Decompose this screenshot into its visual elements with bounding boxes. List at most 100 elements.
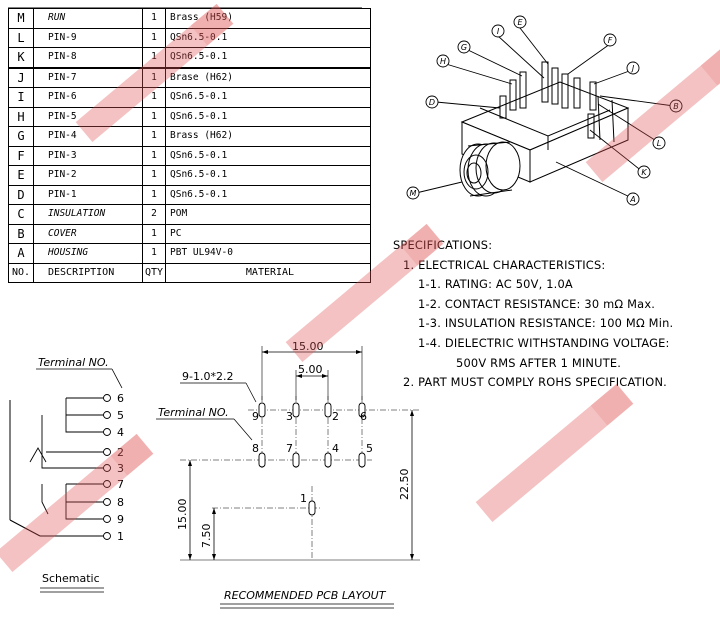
- watermark-stamp: [475, 383, 634, 523]
- callout-label: K: [641, 168, 647, 177]
- dim-2250-vertical: 22.50: [398, 469, 411, 501]
- spec-insulation-resistance: 1-3. INSULATION RESISTANCE: 100 MΩ Min.: [418, 316, 674, 330]
- callout-label: H: [440, 57, 446, 66]
- callout-leaders: [415, 27, 675, 199]
- pcb-pin-number: 5: [366, 442, 373, 455]
- schematic-terminal-number: 3: [117, 462, 124, 475]
- schematic-terminal: [103, 532, 111, 540]
- schematic-terminal: [103, 498, 111, 506]
- schematic-caption: Schematic: [42, 572, 100, 585]
- schematic-terminal: [103, 428, 111, 436]
- pcb-hole: [324, 452, 332, 468]
- callout-circle: [457, 40, 471, 54]
- pcb-pin-number: 3: [286, 410, 293, 423]
- spec-rating: 1-1. RATING: AC 50V, 1.0A: [418, 277, 573, 291]
- watermark-logos: [0, 3, 720, 573]
- spec-rohs: 2. PART MUST COMPLY ROHS SPECIFICATION.: [403, 375, 667, 389]
- schematic-terminal: [103, 480, 111, 488]
- pcb-caption: RECOMMENDED PCB LAYOUT: [224, 589, 387, 602]
- callout-circle: [669, 99, 683, 113]
- schematic-terminal: [103, 411, 111, 419]
- schematic-terminal: [103, 448, 111, 456]
- schematic-terminal-number: 7: [117, 478, 124, 491]
- callout-circle: [652, 136, 666, 150]
- dim-15-horizontal: 15.00: [292, 340, 324, 353]
- pcb-pin-number: 8: [252, 442, 259, 455]
- pcb-hole: [258, 452, 266, 468]
- callout-circle: [436, 54, 450, 68]
- schematic-terminal: [103, 515, 111, 523]
- pcb-hole: [292, 402, 300, 418]
- bom-cell-qty: 1: [142, 67, 166, 88]
- schematic-terminal-number: 8: [117, 496, 124, 509]
- dim-5-horizontal: 5.00: [298, 363, 323, 376]
- bom-header-description: DESCRIPTION: [33, 262, 143, 283]
- pcb-hole: [358, 452, 366, 468]
- callout-label: G: [461, 43, 467, 52]
- callout-circle: [637, 165, 651, 179]
- callout-circle: [626, 192, 640, 206]
- schematic-terminal: [103, 464, 111, 472]
- watermark-stamp: [0, 433, 154, 573]
- callout-label: I: [497, 27, 500, 36]
- pcb-layout: 15.00 5.00 9-1.0*2.2 Terminal NO. 9 3 2 6 8 7…: [156, 340, 420, 609]
- pcb-terminal-title: Terminal NO.: [158, 406, 229, 419]
- schematic-title: Terminal NO.: [38, 356, 109, 369]
- callout-label: L: [657, 139, 661, 148]
- bom-cell-material: QSn6.5-0.1: [165, 47, 371, 69]
- pcb-hole: [292, 452, 300, 468]
- callout-label: E: [517, 18, 523, 27]
- schematic-terminal-number: 6: [117, 392, 124, 405]
- schematic-terminal-number: 2: [117, 446, 124, 459]
- spec-electrical: 1. ELECTRICAL CHARACTERISTICS:: [403, 258, 606, 272]
- bom-header-material: MATERIAL: [165, 262, 371, 283]
- bom-cell-no: J: [8, 67, 34, 88]
- connector-3d-view: [459, 61, 630, 197]
- pcb-pin-number: 1: [300, 492, 307, 505]
- pcb-pin-number: 4: [332, 442, 339, 455]
- callout-circle: [626, 61, 640, 75]
- callout-label: D: [429, 98, 435, 107]
- schematic: Terminal NO. 6 5 4 2 3 7 8 9 1 Schematic: [9, 356, 124, 593]
- spec-contact-resistance: 1-2. CONTACT RESISTANCE: 30 mΩ Max.: [418, 297, 656, 311]
- schematic-terminal-number: 1: [117, 530, 124, 543]
- watermark-stamp: [585, 43, 720, 183]
- dim-750-vertical: 7.50: [200, 524, 213, 549]
- pcb-pin-number: 9: [252, 410, 259, 423]
- callout-label: M: [410, 189, 417, 198]
- bom-cell-material: Brase (H62): [165, 67, 371, 88]
- spec-dielectric: 1-4. DIELECTRIC WITHSTANDING VOLTAGE:: [418, 336, 670, 350]
- pcb-hole: [358, 402, 366, 418]
- pcb-hole: [324, 402, 332, 418]
- callout-circle: [513, 15, 527, 29]
- callout-label: A: [629, 195, 635, 204]
- callout-circle: [425, 95, 439, 109]
- watermark-stamp: [285, 223, 444, 363]
- spec-dielectric-value: 500V RMS AFTER 1 MINUTE.: [456, 356, 622, 370]
- schematic-terminal-number: 9: [117, 513, 124, 526]
- pcb-hole: [258, 402, 266, 418]
- pcb-pin-number: 2: [332, 410, 339, 423]
- callout-label: F: [608, 36, 613, 45]
- schematic-terminal-number: 4: [117, 426, 124, 439]
- watermark-stamp: [75, 3, 234, 143]
- spec-title: SPECIFICATIONS:: [393, 238, 493, 252]
- callout-label: J: [630, 64, 635, 73]
- pcb-pin-number: 7: [286, 442, 293, 455]
- dim-15-vertical: 15.00: [176, 499, 189, 531]
- hole-note: 9-1.0*2.2: [182, 370, 233, 383]
- schematic-terminal: [103, 394, 111, 402]
- pcb-pin-number: 6: [360, 410, 367, 423]
- callout-circle: [406, 186, 420, 200]
- schematic-terminal-number: 5: [117, 409, 124, 422]
